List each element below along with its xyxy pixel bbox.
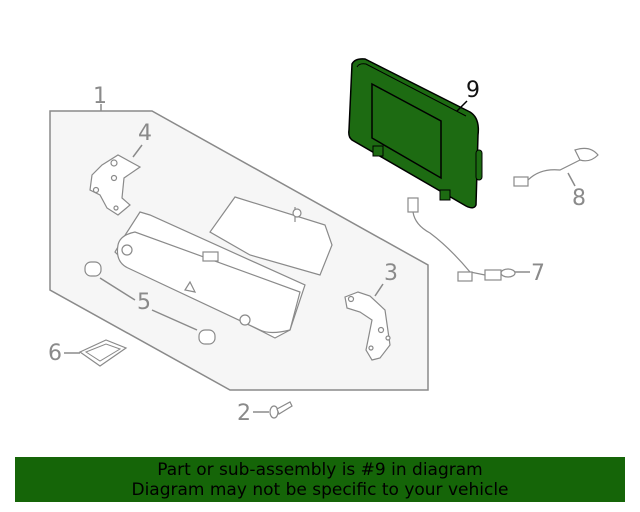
callout-1[interactable]: 1 <box>93 84 107 109</box>
left-bracket-part-4[interactable] <box>89 154 142 216</box>
callout-4-arrow <box>132 144 143 158</box>
callout-3[interactable]: 3 <box>384 261 398 286</box>
display-screen-part-9[interactable] <box>348 58 483 209</box>
antenna-cable-part-8[interactable] <box>513 147 599 187</box>
callout-5-arrow-b <box>151 309 198 331</box>
callout-7[interactable]: 7 <box>531 261 545 286</box>
pad-part-6[interactable] <box>78 339 128 367</box>
callout-3-arrow <box>374 283 384 297</box>
callout-2[interactable]: 2 <box>237 401 251 426</box>
callout-4[interactable]: 4 <box>138 121 152 146</box>
banner-line-2: Diagram may not be specific to your vehi… <box>131 480 509 500</box>
callout-5-arrow-a <box>99 277 136 301</box>
callout-5[interactable]: 5 <box>137 290 151 315</box>
callout-8-arrow <box>567 172 576 187</box>
notice-banner: Part or sub-assembly is #9 in diagram Di… <box>15 457 625 502</box>
callout-9[interactable]: 9 <box>466 78 480 103</box>
right-bracket-part-3[interactable] <box>344 291 391 361</box>
radio-head-unit[interactable] <box>114 196 333 339</box>
screw-part-2[interactable] <box>269 401 293 419</box>
assembly-outline-1 <box>49 104 429 391</box>
callout-6[interactable]: 6 <box>48 341 62 366</box>
wire-harness-part-7[interactable] <box>407 197 516 282</box>
callout-8[interactable]: 8 <box>572 186 586 211</box>
callout-9-arrow <box>456 100 468 112</box>
banner-line-1: Part or sub-assembly is #9 in diagram <box>157 460 483 480</box>
knob-part-5[interactable] <box>84 261 216 345</box>
